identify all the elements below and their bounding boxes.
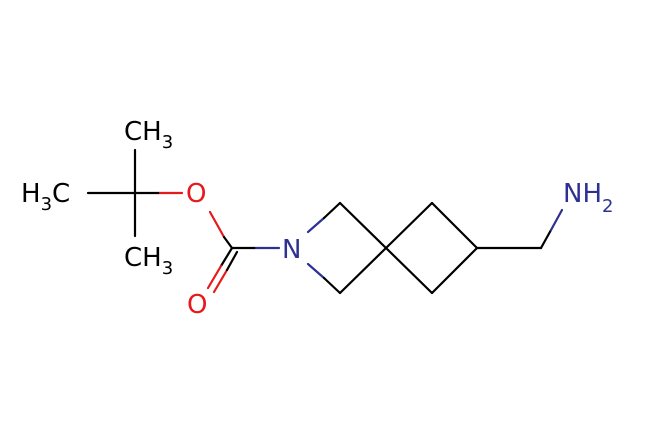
bond: [338, 201, 388, 250]
ester-oxygen-label: O: [186, 179, 206, 209]
bond: [539, 228, 553, 250]
bond: [219, 246, 234, 268]
bond: [430, 201, 479, 250]
amine-label: NH2: [563, 179, 613, 217]
bond: [430, 246, 479, 295]
ring-nitrogen-label: N: [282, 235, 301, 265]
bond: [206, 264, 223, 290]
bond: [384, 246, 434, 295]
bond: [384, 201, 434, 250]
bond: [212, 268, 229, 294]
bond: [322, 201, 342, 220]
bond: [306, 216, 326, 234]
bond: [222, 235, 234, 250]
methyl-bottom-label: CH3: [124, 243, 173, 279]
bond: [338, 246, 388, 295]
bond: [322, 276, 342, 295]
methyl-top-label: CH3: [124, 117, 173, 153]
carbonyl-oxygen-label: O: [187, 290, 207, 320]
methyl-left-label: H3C: [21, 179, 70, 215]
bond: [549, 208, 564, 232]
bond: [306, 262, 326, 280]
bond: [225, 250, 239, 272]
bond: [208, 210, 226, 239]
